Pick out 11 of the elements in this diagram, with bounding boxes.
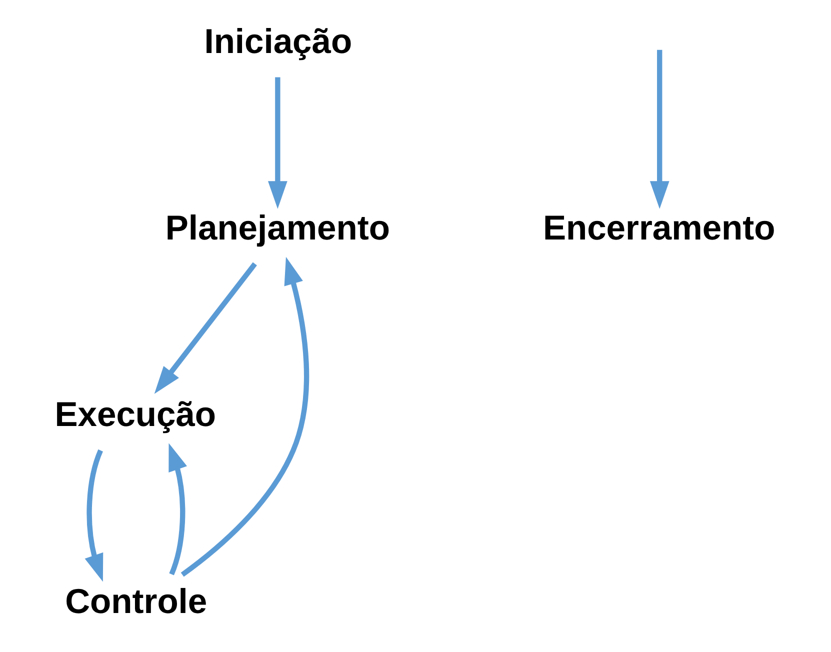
arrow (650, 50, 670, 209)
arrow (154, 262, 257, 394)
arrow (180, 256, 310, 577)
node-text: Controle (65, 582, 208, 621)
node-text: Encerramento (542, 210, 776, 248)
arrow (268, 77, 288, 209)
arrow (84, 450, 104, 582)
arrow (168, 443, 187, 576)
node-text: Planejamento (165, 210, 390, 248)
node-text: Iniciação (204, 22, 352, 61)
node-text: Execução (54, 396, 216, 434)
